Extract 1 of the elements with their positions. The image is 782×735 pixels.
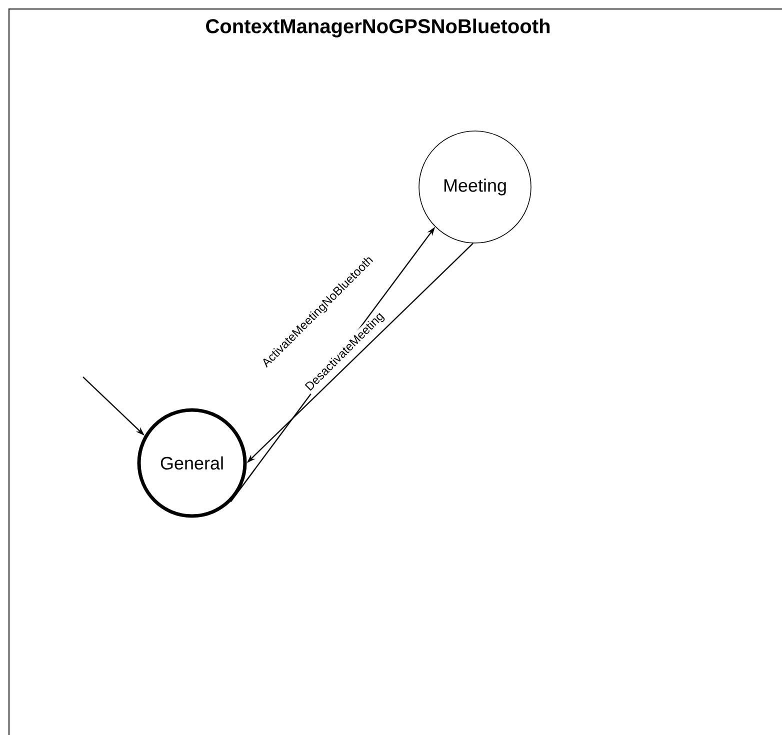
title: ContextManagerNoGPSNoBluetooth [206, 18, 550, 38]
